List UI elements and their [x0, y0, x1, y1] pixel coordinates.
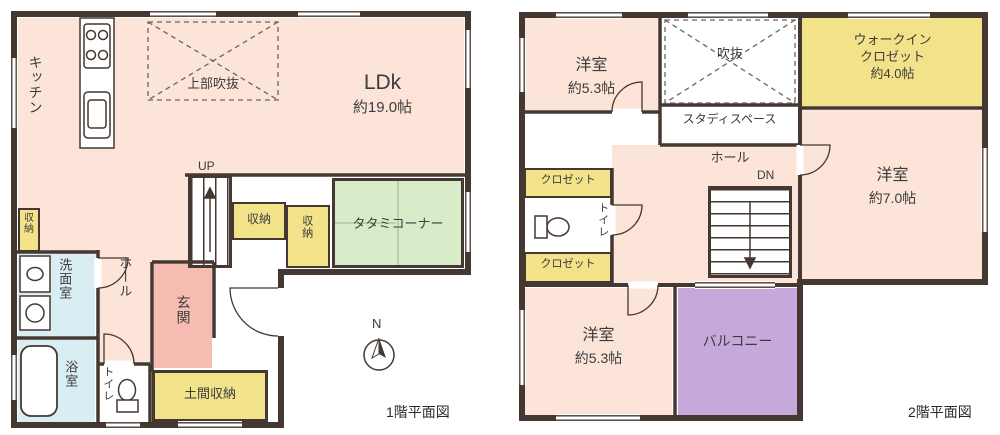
- toilet-1f-label: トイレ: [101, 366, 114, 402]
- room-c-size-label: 約5.3帖: [574, 350, 623, 366]
- entrance-label: 玄関: [175, 295, 192, 325]
- stairs-up: [188, 175, 232, 268]
- doma-storage-label: 土間収納: [183, 386, 236, 401]
- washroom-label: 洗面室: [57, 258, 73, 300]
- hall-upper-floor-area: [95, 175, 188, 262]
- north-label: N: [372, 316, 382, 331]
- storage-c-label: 収納: [21, 212, 33, 234]
- tatami-corner-label: タタミコーナー: [352, 216, 444, 231]
- storage-b-label: 収納: [300, 215, 313, 239]
- ldk-size-label: 約19.0帖: [352, 99, 413, 116]
- wic-size-label: 約4.0帖: [870, 66, 915, 81]
- hall-2f-label: ホール: [710, 150, 750, 165]
- room-b-label: 洋室: [876, 167, 909, 184]
- void-2f-label: 吹抜: [716, 46, 743, 61]
- upper-void-label: 上部吹抜: [186, 76, 239, 91]
- floor1-caption: 1階平面図: [386, 404, 450, 420]
- balcony-area: [678, 288, 797, 416]
- up-label: UP: [198, 159, 215, 173]
- room-c-label: 洋室: [582, 327, 615, 344]
- dn-label: DN: [757, 168, 775, 182]
- storage-a-label: 収納: [246, 212, 271, 226]
- bathroom-label: 浴室: [63, 360, 79, 388]
- ldk-floor-area: [18, 18, 464, 175]
- balcony-label: バルコニー: [702, 333, 773, 349]
- floor2-caption: 2階平面図: [908, 404, 972, 420]
- hall-1f-label: ホール: [117, 256, 133, 298]
- closet-a-label: クロゼット: [540, 174, 596, 186]
- closet-b-label: クロゼット: [540, 258, 596, 270]
- toilet-2f-icon: [534, 215, 570, 239]
- room-a-label: 洋室: [575, 57, 608, 74]
- stairs-down: [708, 186, 792, 278]
- room-b-size-label: 約7.0帖: [868, 190, 917, 206]
- toilet-2f-label: トイレ: [596, 202, 609, 238]
- north-arrow-icon: [363, 337, 395, 371]
- room-a-size-label: 約5.3帖: [567, 80, 616, 96]
- kitchen-label: キッチン: [27, 55, 44, 115]
- wic-label-line2: クロゼット: [859, 49, 925, 64]
- wic-label-line1: ウォークイン: [853, 32, 932, 47]
- study-space-label: スタディスペース: [682, 112, 777, 126]
- ldk-label: LDk: [363, 71, 402, 94]
- toilet-1f-icon: [116, 378, 139, 413]
- bathroom-area: [18, 338, 95, 422]
